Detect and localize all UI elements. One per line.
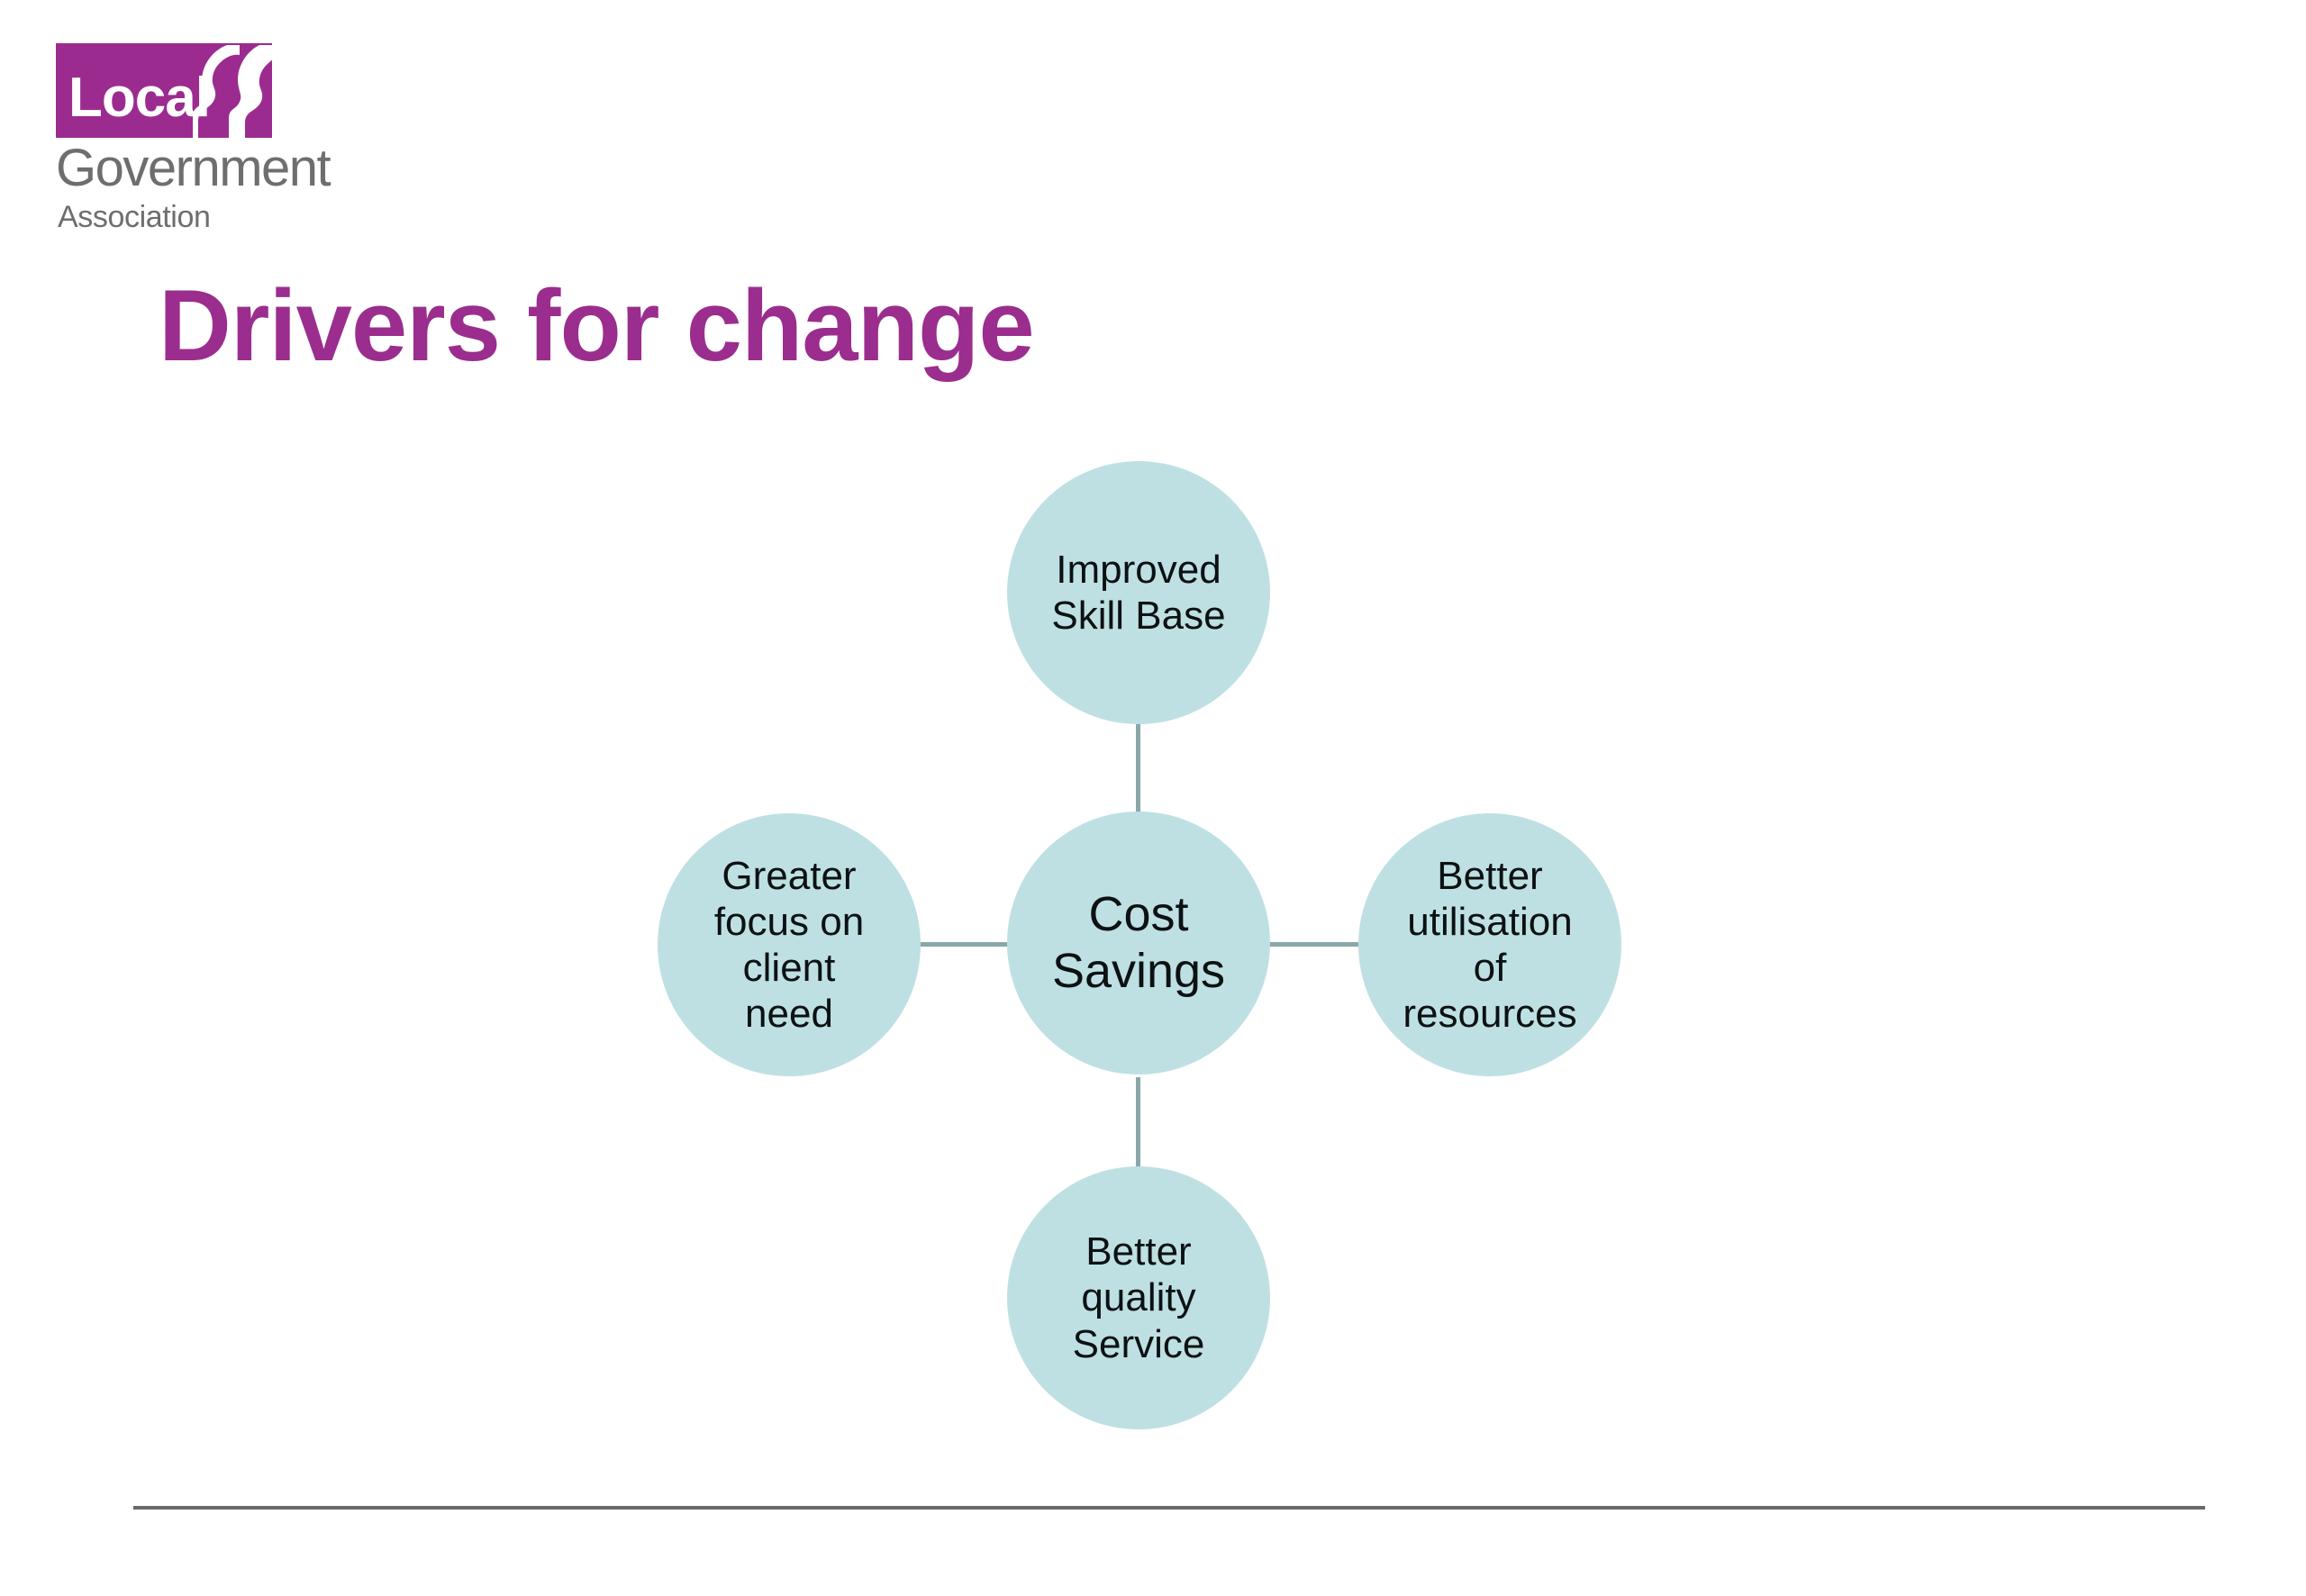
two-face-profiles-icon bbox=[193, 45, 276, 138]
node-label-greater-focus-on-client-need: Greater focus on client need bbox=[713, 853, 865, 1037]
lga-logo: Local Government Association bbox=[56, 43, 362, 241]
page-title: Drivers for change bbox=[159, 269, 1035, 382]
connector-center-to-bottom bbox=[1136, 1077, 1140, 1167]
logo-association-text: Association bbox=[58, 200, 211, 234]
node-greater-focus-on-client-need[interactable]: Greater focus on client need bbox=[658, 813, 921, 1076]
node-label-better-quality-service: Better quality Service bbox=[1072, 1229, 1205, 1366]
node-better-quality-service[interactable]: Better quality Service bbox=[1007, 1166, 1270, 1429]
node-better-utilisation-of-resources[interactable]: Better utilisation of resources bbox=[1358, 813, 1621, 1076]
node-cost-savings[interactable]: Cost Savings bbox=[1007, 812, 1270, 1075]
footer-divider bbox=[133, 1506, 2205, 1510]
node-label-better-utilisation-of-resources: Better utilisation of resources bbox=[1403, 853, 1577, 1037]
node-label-improved-skill-base: Improved Skill Base bbox=[1051, 547, 1226, 638]
logo-local-text: Local bbox=[68, 67, 211, 129]
connector-center-to-top bbox=[1136, 723, 1140, 813]
connector-center-to-left bbox=[919, 942, 1009, 947]
node-improved-skill-base[interactable]: Improved Skill Base bbox=[1007, 461, 1270, 724]
connector-center-to-right bbox=[1268, 942, 1358, 947]
logo-government-text: Government bbox=[56, 139, 331, 197]
node-label-cost-savings: Cost Savings bbox=[1051, 887, 1226, 998]
